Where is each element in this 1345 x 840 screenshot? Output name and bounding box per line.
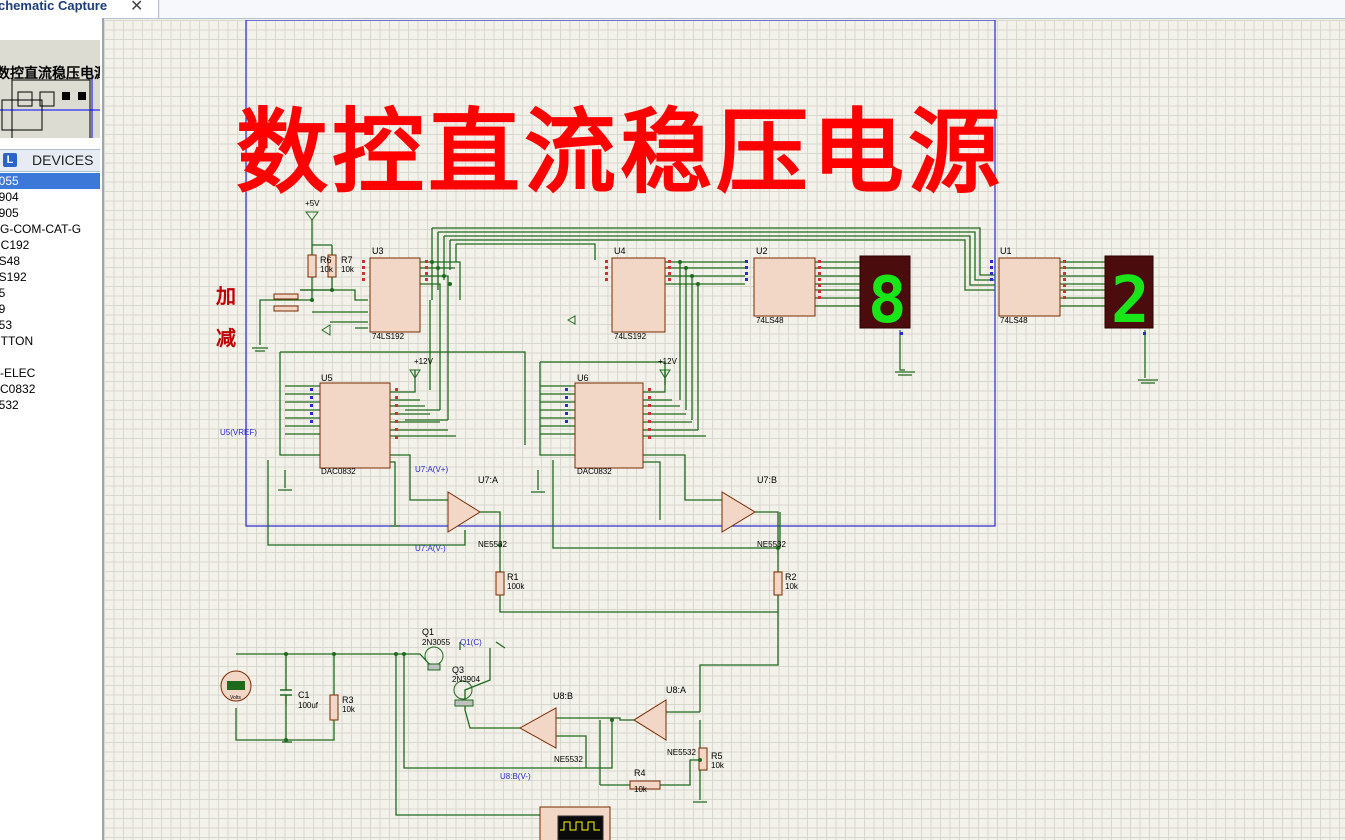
label-r6: R6 [320, 255, 332, 265]
label-u1: U1 [1000, 246, 1012, 256]
label-u7a: U7:A [478, 475, 498, 485]
label-r5: R5 [711, 751, 723, 761]
label-u8a-type: NE5532 [667, 748, 696, 757]
device-list-item[interactable]: UTTON [0, 334, 34, 348]
label-q3: Q3 [452, 665, 464, 675]
probe-q1-c: Q1(C) [460, 638, 482, 647]
display-digits: 8 2 [868, 264, 1150, 338]
label-u7b-type: NE5532 [757, 540, 786, 549]
probe-u7a-vplus: U7:A(V+) [415, 465, 448, 474]
device-list-item[interactable]: 3904 [0, 190, 19, 204]
device-list-item[interactable]: 153 [0, 318, 13, 332]
ic-u4 [611, 257, 666, 333]
device-list-item[interactable]: HC192 [0, 238, 30, 252]
label-c1-value: 100uf [298, 701, 319, 710]
label-r4-value: 10k [634, 785, 648, 794]
label-r1: R1 [507, 572, 519, 582]
label-u5-type: DAC0832 [321, 467, 356, 476]
device-list-item[interactable]: N [0, 413, 100, 429]
label-u6-type: DAC0832 [577, 467, 612, 476]
schematic-drawing: U3 74LS192 U4 74LS192 U2 74LS48 U1 74LS4… [220, 20, 1158, 840]
label-r5-value: 10k [711, 761, 725, 770]
device-list-item[interactable]: 05 [0, 286, 6, 300]
label-r7-value: 10k [341, 265, 355, 274]
probe-u7a-vminus: U7:A(V-) [415, 544, 446, 553]
device-list-item[interactable]: LS192 [0, 270, 27, 284]
tab-schematic-capture[interactable]: chematic Capture ✕ [0, 0, 159, 18]
label-vcc-12v-u5: +12V [414, 357, 434, 366]
label-q1: Q1 [422, 627, 434, 637]
display-2-digit: 2 [1111, 264, 1150, 338]
label-c1: C1 [298, 690, 310, 700]
device-list-item[interactable]: EG-COM-CAT-G [0, 222, 82, 236]
ic-u3 [369, 257, 421, 333]
label-subtract-button: 减 [216, 326, 236, 350]
device-list-item[interactable]: AC0832 [0, 382, 36, 396]
device-list-item[interactable]: 09 [0, 302, 6, 316]
label-u8a: U8:A [666, 685, 686, 695]
label-u1-type: 74LS48 [1000, 316, 1028, 325]
close-icon[interactable]: ✕ [130, 0, 144, 15]
ic-u2 [753, 257, 816, 317]
tab-title: chematic Capture [0, 0, 108, 13]
tab-bar-empty-area [160, 0, 1345, 18]
device-list-item[interactable]: 3055 [0, 173, 100, 189]
label-u3-type: 74LS192 [372, 332, 405, 341]
ic-u6 [574, 382, 644, 469]
label-u8b: U8:B [553, 691, 573, 701]
overview-window[interactable]: 数控直流稳压电源 [0, 40, 100, 138]
ic-u1 [998, 257, 1061, 317]
label-u2: U2 [756, 246, 768, 256]
label-r6-value: 10k [320, 265, 334, 274]
ic-u5 [319, 382, 391, 469]
label-u6: U6 [577, 373, 589, 383]
label-r3: R3 [342, 695, 354, 705]
probe-u5-vref: U5(VREF) [220, 428, 257, 437]
label-u4-type: 74LS192 [614, 332, 647, 341]
label-u7b: U7:B [757, 475, 777, 485]
label-u3: U3 [372, 246, 384, 256]
overview-title: 数控直流稳压电源 [0, 65, 100, 81]
label-r2-value: 10k [785, 582, 799, 591]
probe-u8b-vminus: U8:B(V-) [500, 772, 531, 781]
label-u4: U4 [614, 246, 626, 256]
display-1-digit: 8 [868, 264, 907, 338]
library-toggle-button[interactable]: L [3, 153, 17, 167]
overview-thumbnail [0, 70, 100, 138]
devices-label: DEVICES [32, 152, 94, 168]
label-r7: R7 [341, 255, 353, 265]
label-r4: R4 [634, 768, 646, 778]
label-add-button: 加 [216, 284, 236, 308]
label-r2: R2 [785, 572, 797, 582]
device-list-item[interactable]: 3905 [0, 206, 19, 220]
seven-segment-display-1 [859, 255, 911, 329]
label-r3-value: 10k [342, 705, 356, 714]
seven-segment-display-2 [1104, 255, 1154, 329]
label-r1-value: 100k [507, 582, 525, 591]
label-u8b-type: NE5532 [554, 755, 583, 764]
schematic-title: 数控直流稳压电源 [236, 99, 1005, 206]
schematic-canvas[interactable]: U3 74LS192 U4 74LS192 U2 74LS48 U1 74LS4… [104, 20, 1345, 840]
device-list-item[interactable]: P-ELEC [0, 366, 36, 380]
device-list-item[interactable]: LS48 [0, 254, 21, 268]
label-q3-type: 2N3904 [452, 675, 481, 684]
device-list-item[interactable]: P [0, 349, 100, 365]
device-list-item[interactable]: S [0, 429, 100, 445]
label-vcc-5v: +5V [305, 199, 320, 208]
label-u7a-type: NE5532 [478, 540, 507, 549]
document-tab-bar: chematic Capture ✕ [0, 0, 1345, 19]
voltmeter-label: Volts [230, 695, 241, 701]
label-u5: U5 [321, 373, 333, 383]
device-list-item[interactable]: 5532 [0, 398, 19, 412]
label-vcc-12v-u6: +12V [658, 357, 678, 366]
frame-rect [245, 20, 996, 527]
devices-header: L DEVICES [0, 149, 100, 172]
left-panel: 数控直流稳压电源 L DEVICES 30553904 3905EG-COM-CA… [0, 18, 104, 840]
label-q1-type: 2N3055 [422, 638, 451, 647]
label-u2-type: 74LS48 [756, 316, 784, 325]
device-list: 30553904 3905EG-COM-CAT-G HC192LS48LS192 05… [0, 173, 100, 445]
